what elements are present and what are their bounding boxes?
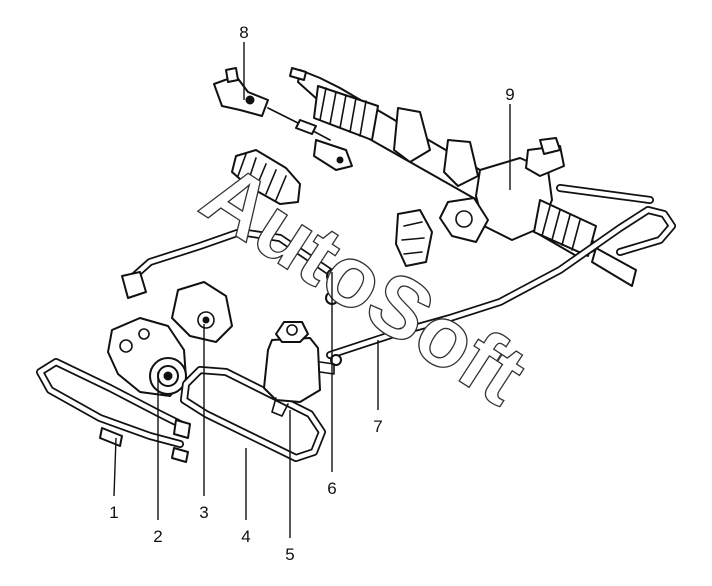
steering-rack-assembly [289, 67, 637, 287]
callout-4: 4 [241, 527, 250, 546]
power-steering-pump [107, 317, 187, 397]
callout-1: 1 [109, 503, 118, 522]
callout-labels: 1 2 3 4 5 6 7 8 9 [109, 23, 514, 564]
pump-pressure-hose [36, 358, 191, 463]
callout-3: 3 [199, 503, 208, 522]
drive-belt [180, 366, 326, 462]
fluid-reservoir [263, 321, 335, 417]
callout-7: 7 [373, 417, 382, 436]
boot-bellows [231, 149, 301, 205]
callout-8: 8 [239, 23, 248, 42]
tie-rod-end [213, 67, 353, 171]
callout-9: 9 [505, 85, 514, 104]
callout-5: 5 [285, 545, 294, 564]
callout-2: 2 [153, 527, 162, 546]
leader-lines [113, 42, 511, 538]
pressure-hose [121, 228, 334, 299]
callout-6: 6 [327, 479, 336, 498]
leader-1 [113, 437, 117, 497]
return-pipe [326, 184, 676, 359]
pump-bracket [171, 281, 233, 343]
